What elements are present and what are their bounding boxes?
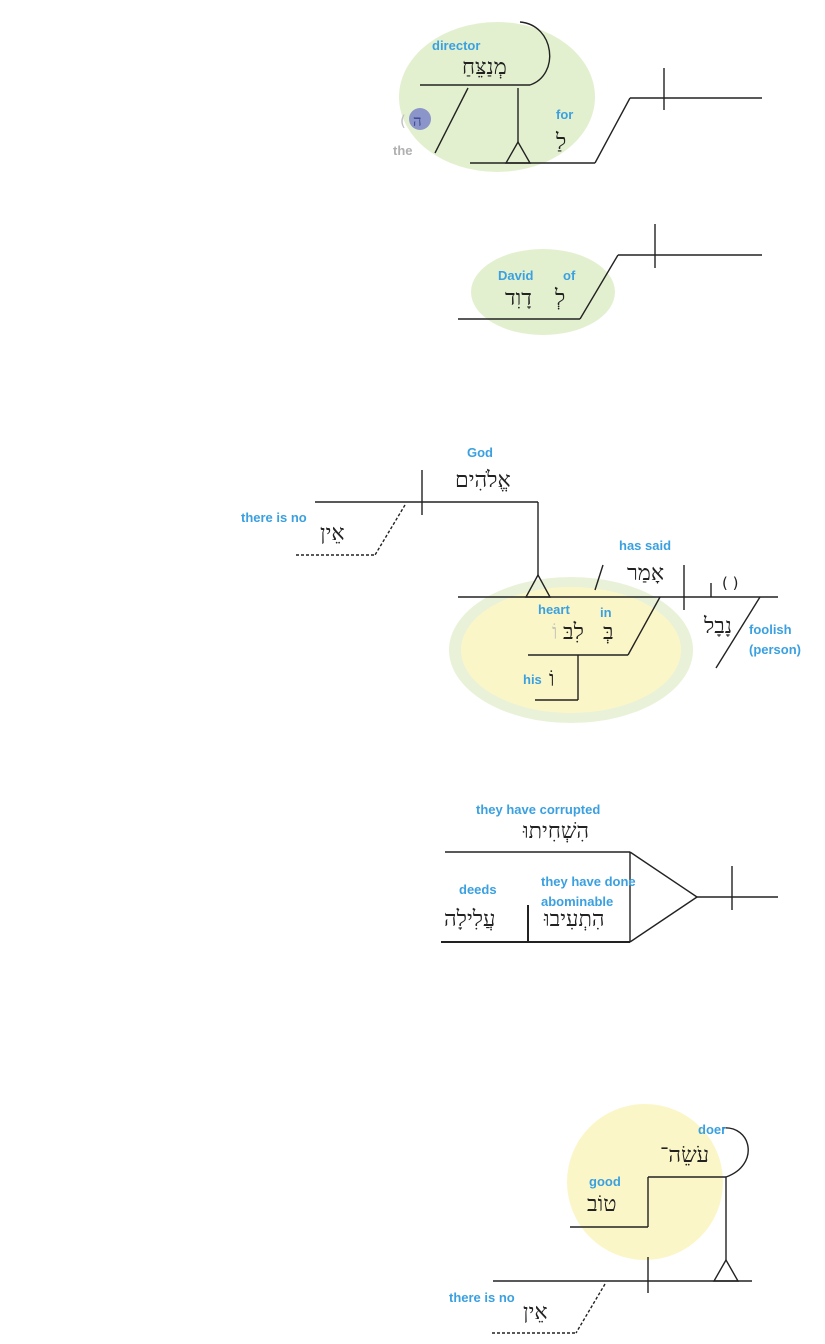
- paren-empty: ( ): [722, 574, 738, 592]
- gloss-of: of: [563, 268, 576, 283]
- dashed-connector: [575, 1283, 606, 1334]
- heb-has-said: אָמַר: [627, 561, 664, 586]
- gloss-corrupted: they have corrupted: [476, 802, 600, 817]
- preposition-line: [627, 596, 661, 656]
- heb-david: דָוִד: [505, 286, 532, 311]
- heb-his: וֹ: [549, 667, 555, 692]
- gloss-abominable-2: abominable: [541, 894, 613, 909]
- gloss-good: good: [589, 1174, 621, 1189]
- gloss-heart: heart: [538, 602, 570, 617]
- article-dot: [409, 108, 431, 130]
- heb-of: לְ: [554, 286, 565, 311]
- clause-4: they have corrupted הִשְׁחִיתוּ deeds עֲ…: [441, 802, 778, 943]
- heb-director: מְנַצֵּחַ: [462, 55, 507, 80]
- gloss-has-said: has said: [619, 538, 671, 553]
- clause-2: David of דָוִד לְ: [458, 224, 762, 335]
- yellow-highlight: [461, 587, 681, 713]
- heb-there-is-no: אֵין: [320, 521, 345, 546]
- gloss-doer: doer: [698, 1122, 726, 1137]
- heb-corrupted: הִשְׁחִיתוּ: [522, 819, 589, 844]
- yellow-highlight: [567, 1104, 723, 1260]
- heb-in: בְּ: [603, 620, 614, 645]
- heb-for: לַ: [555, 130, 566, 155]
- heb-heart: לִבּ: [563, 620, 584, 645]
- heb-abominable: הִתְעִיבוּ: [543, 907, 605, 932]
- gloss-for: for: [556, 107, 573, 122]
- green-highlight: [399, 22, 595, 172]
- subject-modifier-line: [715, 596, 761, 669]
- stand-foot: [504, 140, 532, 164]
- stand-foot: [712, 1258, 740, 1282]
- gloss-the: the: [393, 143, 413, 158]
- gloss-director: director: [432, 38, 480, 53]
- heb-deeds: עֲלִילָה: [444, 907, 495, 932]
- heb-foolish: נָבָל: [703, 614, 732, 639]
- verb-tick: [594, 564, 604, 591]
- preposition-line: [594, 97, 631, 164]
- clause-1: director מְנַצֵּחַ for לַ ( ה the: [393, 21, 762, 172]
- compound-join-top: [629, 851, 698, 898]
- heb-the: ה: [413, 112, 422, 130]
- participle-curve: [519, 21, 551, 86]
- gloss-person: (person): [749, 642, 801, 657]
- compound-join-bottom: [629, 896, 698, 943]
- gloss-foolish: foolish: [749, 622, 792, 637]
- article-line: [434, 87, 469, 154]
- preposition-line: [579, 254, 619, 320]
- gloss-abominable-1: they have done: [541, 874, 636, 889]
- heb-doer: עֹשֵׂה־: [660, 1143, 709, 1168]
- participle-curve: [721, 1127, 749, 1178]
- heb-god: אֱלֹהִים: [455, 468, 511, 493]
- gloss-his: his: [523, 672, 542, 687]
- green-highlight: [471, 249, 615, 335]
- gloss-there-is-no: there is no: [241, 510, 307, 525]
- gloss-there-is-no: there is no: [449, 1290, 515, 1305]
- clause-3: God אֱלֹהִים there is no אֵין has said א…: [241, 445, 801, 723]
- gloss-david: David: [498, 268, 533, 283]
- dashed-connector: [374, 504, 406, 556]
- gloss-god: God: [467, 445, 493, 460]
- clause-5: doer עֹשֵׂה־ good טוֹב there is no אֵין: [449, 1104, 752, 1334]
- gloss-deeds: deeds: [459, 882, 497, 897]
- gloss-in: in: [600, 605, 612, 620]
- heb-there-is-no: אֵין: [523, 1300, 548, 1325]
- heb-good: טוֹב: [587, 1192, 617, 1217]
- paren-the: (: [400, 112, 406, 130]
- heb-heart-suffix: וֹ: [552, 620, 558, 645]
